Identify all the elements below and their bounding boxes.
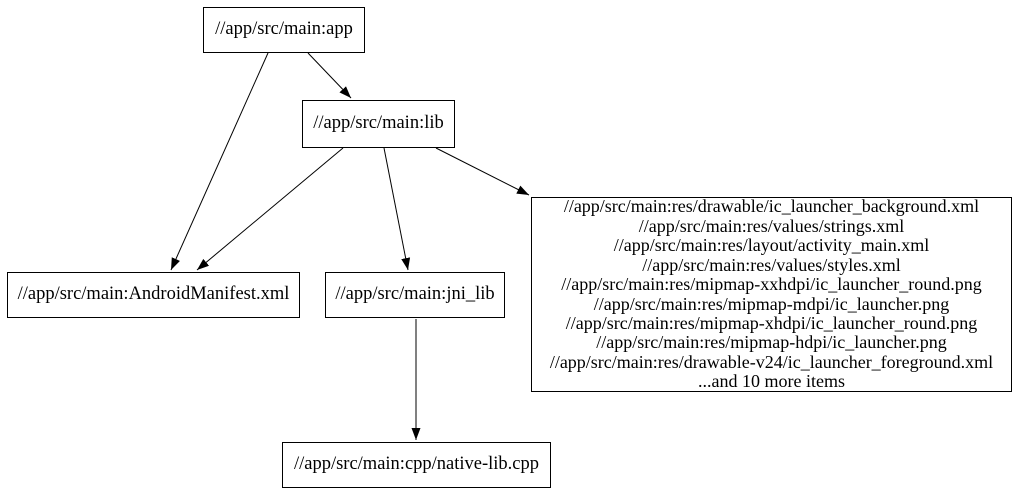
edge-lib-to-jni-lib — [383, 147, 411, 271]
resource-item: //app/src/main:res/mipmap-xxhdpi/ic_laun… — [561, 274, 982, 295]
node-app-label: //app/src/main:app — [215, 19, 353, 40]
node-jni-lib-label: //app/src/main:jni_lib — [335, 284, 495, 305]
edge-lib-to-resources — [435, 147, 530, 196]
node-app: //app/src/main:app — [203, 7, 365, 53]
node-android-manifest: //app/src/main:AndroidManifest.xml — [7, 272, 300, 318]
resource-item: //app/src/main:res/layout/activity_main.… — [613, 235, 930, 256]
node-lib-label: //app/src/main:lib — [313, 113, 444, 134]
resource-item: //app/src/main:res/mipmap-mdpi/ic_launch… — [593, 293, 950, 314]
edge-lib-to-manifest — [196, 147, 344, 271]
node-lib: //app/src/main:lib — [302, 100, 455, 148]
node-jni-lib: //app/src/main:jni_lib — [325, 272, 505, 318]
node-native-lib-cpp-label: //app/src/main:cpp/native-lib.cpp — [293, 454, 540, 475]
node-android-manifest-label: //app/src/main:AndroidManifest.xml — [17, 284, 290, 305]
resource-item: //app/src/main:res/drawable-v24/ic_launc… — [549, 351, 994, 372]
resource-item: //app/src/main:res/mipmap-xhdpi/ic_launc… — [565, 312, 978, 333]
resource-item: //app/src/main:res/values/strings.xml — [638, 215, 905, 236]
resource-more-items: ...and 10 more items — [698, 371, 845, 392]
edge-app-to-lib — [307, 52, 352, 99]
edge-app-to-manifest — [170, 52, 269, 271]
resource-item: //app/src/main:res/mipmap-hdpi/ic_launch… — [596, 332, 947, 353]
resource-item: //app/src/main:res/drawable/ic_launcher_… — [563, 196, 980, 217]
node-native-lib-cpp: //app/src/main:cpp/native-lib.cpp — [282, 442, 551, 488]
node-resources-group: //app/src/main:res/drawable/ic_launcher_… — [531, 197, 1012, 392]
resource-item: //app/src/main:res/values/styles.xml — [642, 254, 901, 275]
